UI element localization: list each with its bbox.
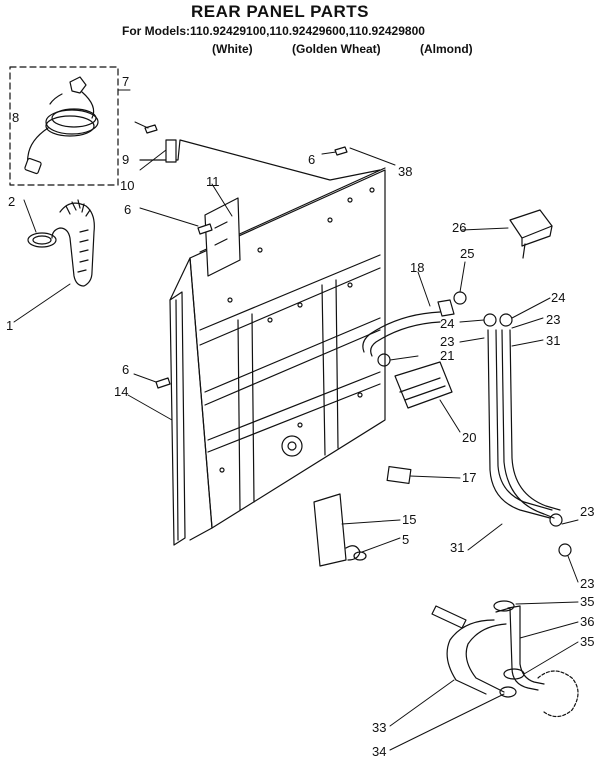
inlet-hoses bbox=[483, 313, 572, 557]
callout-35-upper: 35 bbox=[580, 594, 594, 609]
callout-21: 21 bbox=[440, 348, 454, 363]
pump-assembly bbox=[313, 493, 367, 567]
part-17 bbox=[386, 465, 412, 485]
callout-24-right: 24 bbox=[551, 290, 565, 305]
callout-6-upper: 6 bbox=[124, 202, 131, 217]
callout-17: 17 bbox=[462, 470, 476, 485]
screws bbox=[144, 124, 348, 389]
rear-panel bbox=[139, 139, 386, 541]
callout-6-top: 6 bbox=[308, 152, 315, 167]
drain-hose bbox=[27, 199, 95, 287]
side-rail bbox=[169, 291, 186, 546]
callout-11: 11 bbox=[206, 174, 220, 189]
fill-hose bbox=[362, 291, 467, 357]
variant-golden-wheat: (Golden Wheat) bbox=[292, 42, 381, 56]
diagram-title: REAR PANEL PARTS bbox=[190, 2, 370, 21]
callout-23-right: 23 bbox=[546, 312, 560, 327]
callout-6-lower: 6 bbox=[122, 362, 129, 377]
variant-almond: (Almond) bbox=[420, 42, 473, 56]
models-line: For Models:110.92429100,110.92429600,110… bbox=[122, 24, 425, 38]
leader-lines bbox=[13, 89, 579, 751]
callout-9: 9 bbox=[122, 152, 129, 167]
callout-35-lower: 35 bbox=[580, 634, 594, 649]
callout-1: 1 bbox=[6, 318, 13, 333]
callout-10: 10 bbox=[120, 178, 134, 193]
callout-7: 7 bbox=[122, 74, 129, 89]
callout-26: 26 bbox=[452, 220, 466, 235]
callout-24-left: 24 bbox=[440, 316, 454, 331]
water-valve bbox=[509, 209, 553, 259]
drain-hose-assembly bbox=[431, 600, 579, 718]
callout-18: 18 bbox=[410, 260, 424, 275]
callout-20: 20 bbox=[462, 430, 476, 445]
callout-23-lower-a: 23 bbox=[580, 504, 594, 519]
callout-31-left: 31 bbox=[450, 540, 464, 555]
callout-33: 33 bbox=[372, 720, 386, 735]
callout-31-right: 31 bbox=[546, 333, 560, 348]
callout-36: 36 bbox=[580, 614, 594, 629]
callout-38: 38 bbox=[398, 164, 412, 179]
callout-8: 8 bbox=[12, 110, 19, 125]
callout-14: 14 bbox=[114, 384, 128, 399]
callout-34: 34 bbox=[372, 744, 386, 759]
callout-15: 15 bbox=[402, 512, 416, 527]
callout-labels: 7 8 2 1 9 10 6 11 6 38 6 14 26 25 18 24 … bbox=[6, 74, 594, 759]
callout-2: 2 bbox=[8, 194, 15, 209]
variant-white: (White) bbox=[212, 42, 253, 56]
callout-23-lower-b: 23 bbox=[580, 576, 594, 591]
callout-25: 25 bbox=[460, 246, 474, 261]
callout-5: 5 bbox=[402, 532, 409, 547]
power-cord-kit bbox=[9, 66, 119, 186]
valve-bracket bbox=[377, 353, 453, 409]
callout-23-left: 23 bbox=[440, 334, 454, 349]
